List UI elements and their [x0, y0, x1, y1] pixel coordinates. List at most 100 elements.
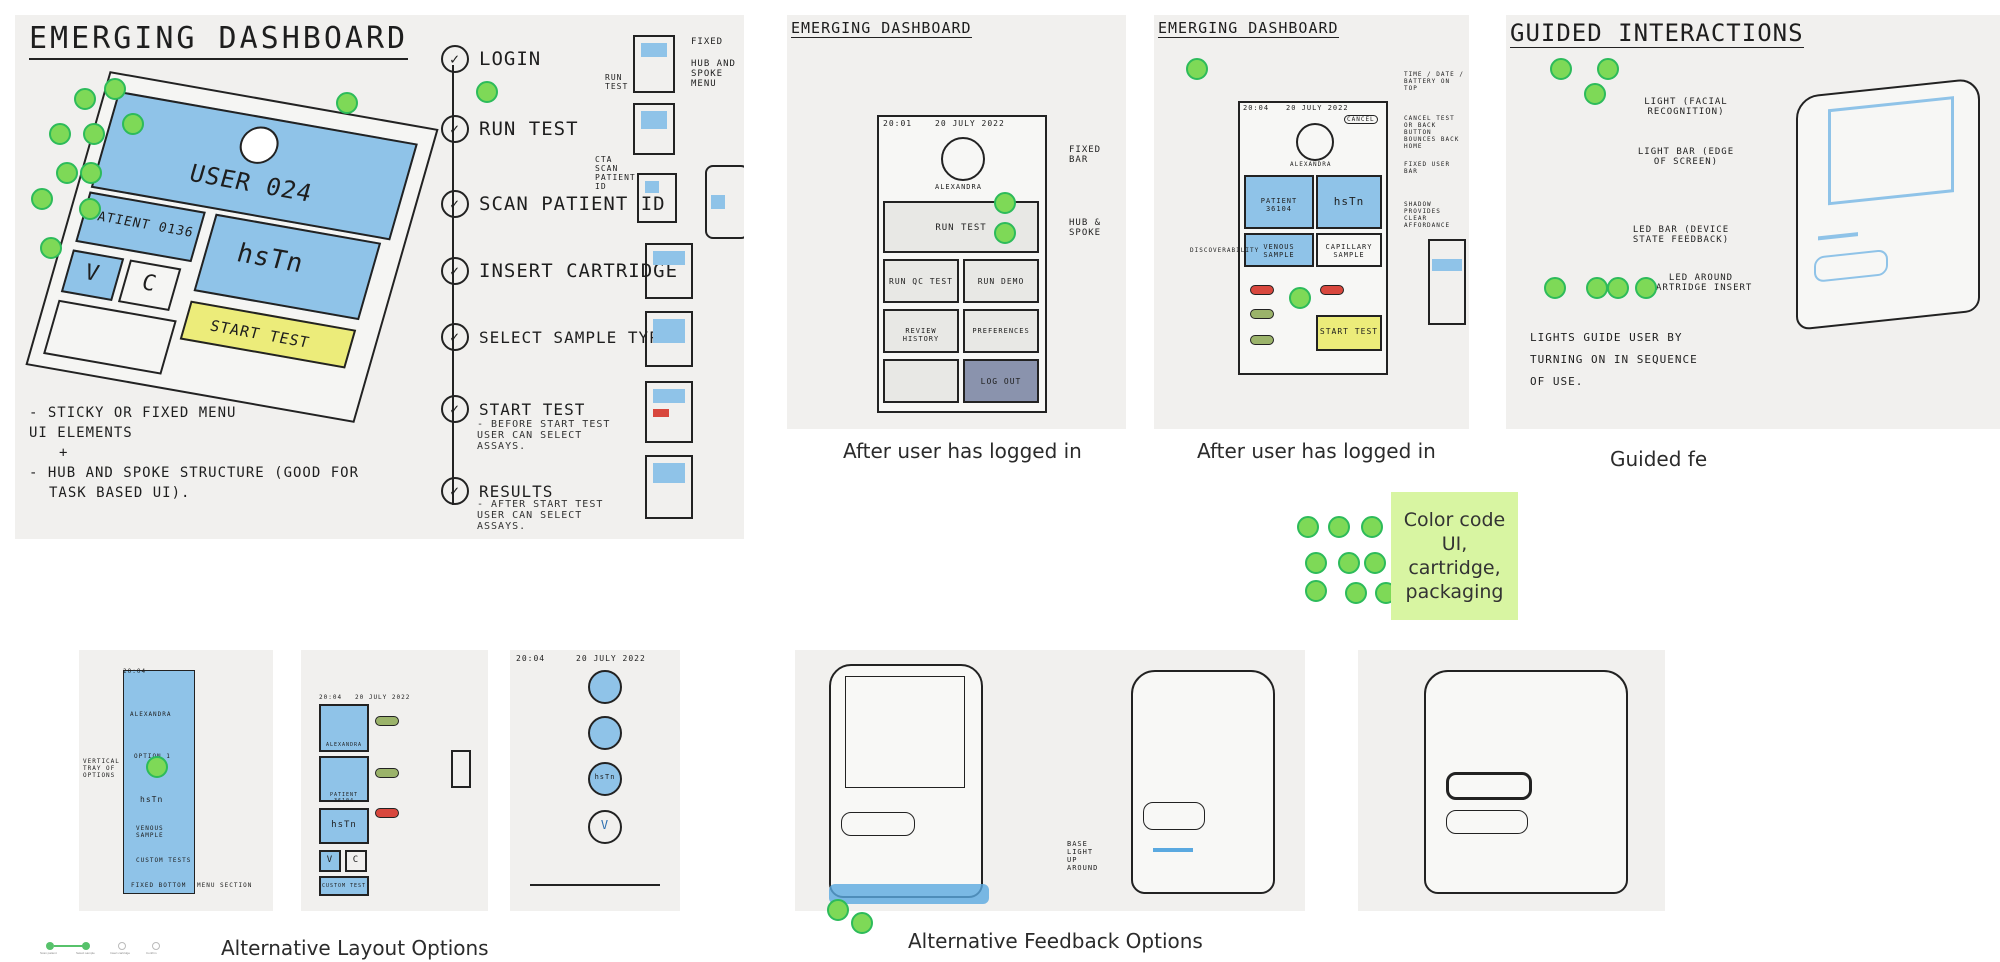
sketch-layout-option-1: ALEXANDRA OPTION 1 hsTn VENOUS SAMPLE CU… — [79, 650, 273, 911]
mini-screen — [645, 455, 693, 519]
sketch-feedback-option-3 — [1358, 650, 1665, 911]
preferences-button[interactable]: PREFERENCES — [963, 309, 1039, 353]
vote-dot — [1305, 552, 1327, 574]
check-icon: ✓ — [441, 477, 469, 505]
sketch-feedback-option-2 — [1105, 650, 1305, 911]
button-label: RUN DEMO — [977, 277, 1025, 286]
layout-card: hsTn — [319, 808, 369, 844]
led-bar — [1153, 848, 1193, 852]
device-label: LED AROUND CARTRIDGE INSERT — [1649, 273, 1753, 293]
user-name: ALEXANDRA — [1290, 161, 1332, 168]
user-name: ALEXANDRA — [935, 183, 982, 191]
status-time: 20:04 — [516, 654, 546, 663]
check-icon: ✓ — [441, 190, 469, 218]
button-label: RUN TEST — [935, 223, 987, 233]
step-label: RESULTS — [479, 481, 554, 501]
card-label: ALEXANDRA — [325, 742, 363, 748]
device-sketch — [1131, 670, 1275, 894]
toggle-green[interactable] — [375, 716, 399, 726]
note-line: TASK BASED UI). — [49, 485, 191, 501]
log-out-button[interactable]: LOG OUT — [963, 359, 1039, 403]
button-label: RUN QC TEST — [889, 277, 953, 286]
hstn-label: hsTn — [1333, 195, 1365, 208]
annotation: VERTICAL TRAY OF OPTIONS — [83, 758, 120, 779]
note-line: - STICKY OR FIXED MENU — [29, 405, 237, 421]
sketch-feedback-option-1: BASE LIGHT UP AROUND — [795, 650, 1105, 911]
run-qc-test-button[interactable]: RUN QC TEST — [883, 259, 959, 303]
start-test-button[interactable]: START TEST — [1316, 315, 1382, 351]
progress-dot — [82, 942, 90, 950]
toggle-green[interactable] — [1250, 335, 1274, 345]
blank-button[interactable] — [883, 359, 959, 403]
vote-dot — [1635, 277, 1657, 299]
progress-indicator: Scan patient Select sample Insert cartri… — [40, 940, 170, 955]
note-line: UI ELEMENTS — [29, 425, 133, 441]
status-time: 20:01 — [883, 119, 913, 128]
tray-item: CUSTOM TESTS — [136, 857, 192, 864]
card-label: C — [352, 855, 360, 865]
device-sketch — [1796, 77, 1980, 331]
sketch-layout-option-3: 20:04 20 JULY 2022 hsTn V — [510, 650, 680, 911]
vote-dot — [1186, 58, 1208, 80]
toggle-green[interactable] — [375, 768, 399, 778]
status-date: 20 JULY 2022 — [1286, 104, 1349, 112]
mini-screen — [645, 243, 693, 299]
step-label: SCAN PATIENT ID — [479, 193, 666, 215]
venous-sample-button[interactable]: VENOUS SAMPLE — [1244, 233, 1314, 267]
sketch-emerging-dashboard-2: EMERGING DASHBOARD 20:01 20 JULY 2022 AL… — [787, 15, 1126, 429]
step-insert-cartridge: ✓INSERT CARTRIDGE — [441, 257, 678, 285]
vote-dot — [1305, 580, 1327, 602]
vote-dot — [104, 78, 126, 100]
progress-line — [54, 945, 84, 947]
vote-dot — [1544, 277, 1566, 299]
vote-dot — [146, 756, 168, 778]
annotation: BASE LIGHT UP AROUND — [1067, 840, 1099, 872]
toggle-green[interactable] — [1250, 309, 1274, 319]
toggle-red[interactable] — [1320, 285, 1344, 295]
vote-dot — [1338, 552, 1360, 574]
patient-card: PATIENT 36104 — [1244, 175, 1314, 229]
progress-label: Select sample — [76, 951, 95, 955]
step-scan-patient: ✓ SCAN PATIENT ID — [441, 190, 666, 218]
flow-arrow-line — [452, 65, 454, 505]
run-test-button[interactable]: RUN TEST — [883, 201, 1039, 253]
caption-feedback-options: Alternative Feedback Options — [908, 929, 1203, 953]
annotation: TIME / DATE / BATTERY ON TOP — [1404, 71, 1464, 92]
button-label: REVIEW HISTORY — [902, 327, 940, 343]
note-line: - HUB AND SPOKE STRUCTURE (GOOD FOR — [29, 465, 360, 481]
vote-dot — [80, 162, 102, 184]
board4-notes: LIGHTS GUIDE USER BY TURNING ON IN SEQUE… — [1530, 327, 1698, 393]
vote-dot — [1361, 516, 1383, 538]
toggle-red[interactable] — [1250, 285, 1274, 295]
c-label: C — [138, 270, 160, 297]
capillary-sample-button[interactable]: CAPILLARY SAMPLE — [1316, 233, 1382, 267]
phone-frame: 20:04 20 JULY 2022 CANCEL ALEXANDRA PATI… — [1238, 101, 1388, 375]
check-icon: ✓ — [441, 395, 469, 423]
vote-dot — [40, 237, 62, 259]
vote-dot — [336, 92, 358, 114]
vote-dot — [56, 162, 78, 184]
vote-dot — [1345, 582, 1367, 604]
step-label: RUN TEST — [479, 118, 579, 140]
review-history-button[interactable]: REVIEW HISTORY — [883, 309, 959, 353]
run-demo-button[interactable]: RUN DEMO — [963, 259, 1039, 303]
check-icon: ✓ — [441, 323, 469, 351]
v-tile: V — [60, 249, 125, 301]
avatar-icon — [941, 137, 985, 181]
card-label: hsTn — [331, 820, 357, 830]
toggle-red[interactable] — [375, 808, 399, 818]
annotation: SHADOW PROVIDES CLEAR AFFORDANCE — [1404, 201, 1451, 229]
device-screen — [845, 676, 965, 788]
mini-screen — [451, 750, 471, 788]
vote-dot — [994, 192, 1016, 214]
cartridge-slot — [1446, 810, 1528, 834]
mini-screen — [633, 103, 675, 155]
status-date: 20 JULY 2022 — [576, 654, 646, 663]
step-login: ✓LOGIN — [441, 45, 541, 73]
cancel-button[interactable]: CANCEL — [1344, 115, 1378, 124]
tray-item: ALEXANDRA — [130, 711, 172, 718]
vote-dot — [1289, 287, 1311, 309]
board-title: GUIDED INTERACTIONS — [1510, 19, 1804, 48]
note-line: LIGHTS GUIDE USER BY — [1530, 331, 1683, 344]
sketch-layout-option-2: 20:04 20 JULY 2022 ALEXANDRA PATIENT 361… — [301, 650, 488, 911]
